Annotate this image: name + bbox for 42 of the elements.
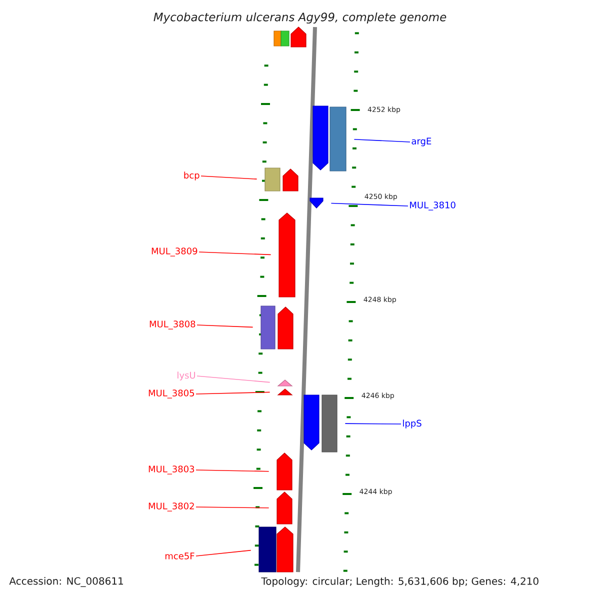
gene-label: bcp	[184, 172, 200, 180]
gene-feature	[278, 306, 294, 350]
leader-line	[196, 550, 252, 556]
gene-feature	[282, 168, 298, 192]
leader-line	[200, 176, 258, 180]
gene-label: lppS	[403, 420, 422, 428]
gene-feature	[276, 452, 292, 490]
gene-feature	[258, 526, 276, 572]
gene-feature	[290, 26, 306, 48]
leader-line	[196, 506, 270, 508]
gene-feature	[276, 526, 294, 572]
footer-text: Accession: NC_008611	[9, 577, 123, 587]
title: Mycobacterium ulcerans Agy99, complete genome	[154, 12, 446, 24]
leader-line	[344, 423, 402, 424]
footer-text: Topology: circular; Length: 5,631,606 bp; Genes: 4,210	[261, 577, 538, 587]
gene-label: MUL_3810	[410, 202, 456, 210]
leader-line	[330, 202, 408, 206]
gene-feature	[304, 394, 320, 450]
gene-label: MUL_3808	[150, 320, 196, 330]
gene-feature	[276, 492, 292, 524]
leader-line	[354, 138, 410, 142]
gene-feature	[322, 394, 338, 452]
gene-feature	[280, 30, 290, 46]
gene-feature	[312, 106, 328, 170]
leader-line	[196, 470, 270, 472]
gene-label: MUL_3805	[148, 390, 194, 398]
gene-feature	[310, 198, 324, 208]
gene-label: argE	[412, 138, 432, 146]
gene-label: MUL_3802	[148, 502, 194, 512]
gene-label: mce5F	[165, 552, 194, 560]
gene-feature	[260, 306, 276, 350]
leader-line	[196, 392, 270, 394]
gene-feature	[264, 168, 280, 192]
gene-label: lysU	[178, 372, 196, 380]
gene-label: MUL_3803	[148, 466, 194, 474]
gene-feature	[278, 212, 296, 298]
gene-feature	[274, 30, 282, 46]
leader-line	[196, 376, 270, 383]
leader-line	[198, 252, 272, 256]
gene-label: MUL_3809	[152, 248, 198, 256]
gene-feature	[330, 106, 346, 172]
leader-line	[196, 324, 254, 328]
